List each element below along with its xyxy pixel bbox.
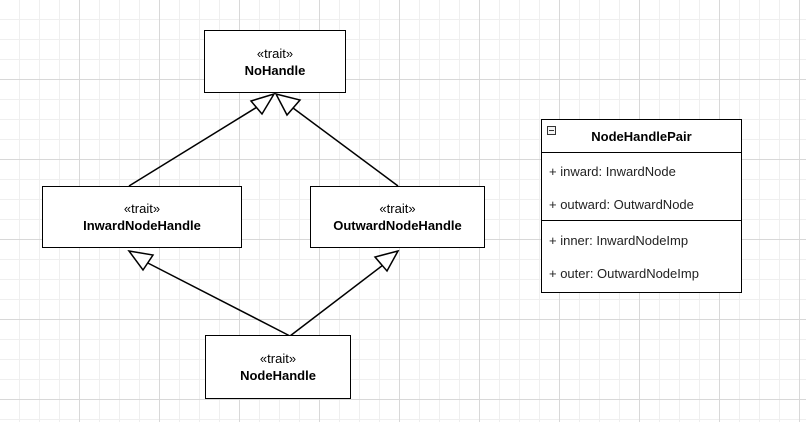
operation-row[interactable]: + inner: InwardNodeImp: [549, 233, 689, 248]
trait-name: NodeHandle: [240, 368, 316, 383]
trait-nodehandle[interactable]: «trait» NodeHandle: [205, 335, 351, 399]
stereotype-label: «trait»: [379, 201, 416, 216]
edge-nodehandle-to-inward: [141, 259, 291, 337]
inheritance-arrowhead: [274, 92, 302, 117]
minus-square-icon[interactable]: [547, 126, 556, 135]
operations-section: + inner: InwardNodeImp + outer: OutwardN…: [542, 221, 741, 291]
edge-inward-to-nohandle: [128, 103, 263, 187]
trait-nohandle[interactable]: «trait» NoHandle: [204, 30, 346, 93]
trait-name: OutwardNodeHandle: [333, 218, 462, 233]
stereotype-label: «trait»: [259, 351, 297, 366]
class-header: NodeHandlePair: [542, 120, 741, 153]
attribute-row[interactable]: + outward: OutwardNode: [549, 197, 694, 212]
stereotype-label: «trait»: [123, 201, 161, 216]
operation-row[interactable]: + outer: OutwardNodeImp: [549, 266, 699, 281]
attribute-row[interactable]: + inward: InwardNode: [549, 164, 676, 179]
stereotype-label: «trait»: [256, 45, 294, 61]
inheritance-arrowhead: [249, 92, 276, 116]
edge-outward-to-nohandle: [288, 104, 399, 187]
edge-nodehandle-to-outward: [289, 261, 388, 337]
class-nodehandlepair[interactable]: NodeHandlePair + inward: InwardNode + ou…: [541, 119, 742, 293]
inheritance-arrowhead: [127, 249, 155, 272]
trait-name: InwardNodeHandle: [83, 218, 201, 233]
trait-inwardnodehandle[interactable]: «trait» InwardNodeHandle: [42, 186, 242, 248]
trait-name: NoHandle: [244, 62, 306, 78]
trait-outwardnodehandle[interactable]: «trait» OutwardNodeHandle: [310, 186, 485, 248]
class-title: NodeHandlePair: [591, 129, 692, 144]
attributes-section: + inward: InwardNode + outward: OutwardN…: [542, 153, 741, 221]
inheritance-arrowhead: [373, 249, 400, 273]
